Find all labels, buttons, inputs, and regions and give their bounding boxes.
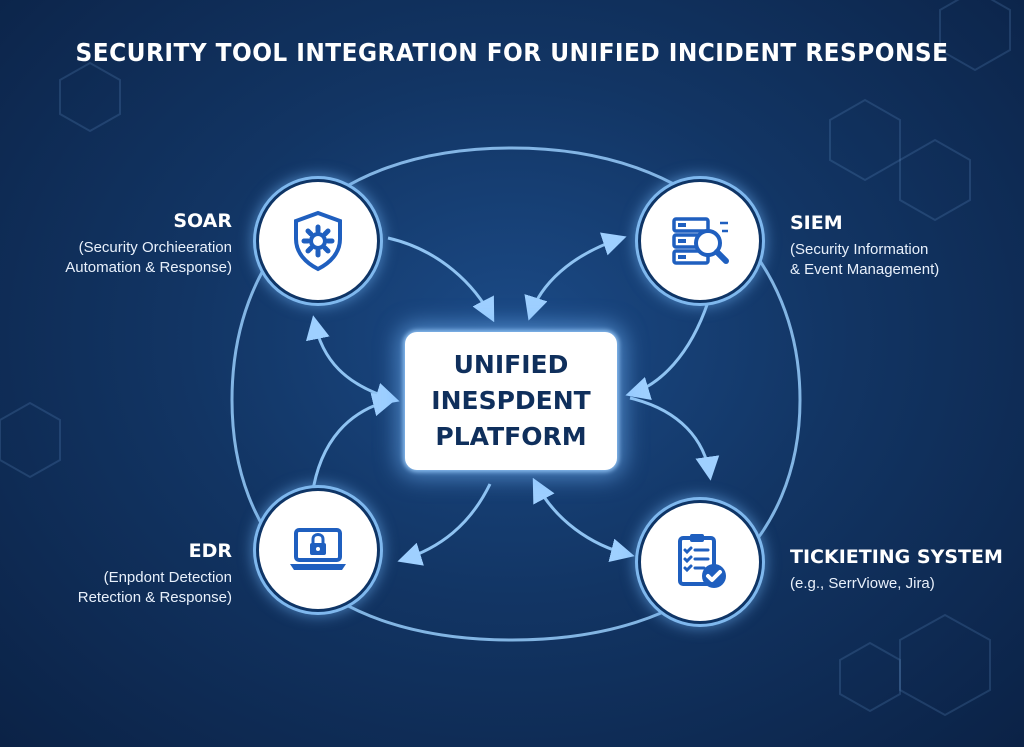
- soar-node: [256, 179, 380, 303]
- edr-desc-1: (Enpdont Detection: [103, 569, 232, 586]
- ticketing-name: TICKIETING SYSTEM: [790, 546, 1003, 568]
- link-center-ticketing: [629, 396, 720, 481]
- edr-label: EDR (Enpdont Detection Retection & Respo…: [40, 540, 232, 608]
- center-line-1: UNIFIED: [453, 350, 569, 379]
- diagram-title: SECURITY TOOL INTEGRATION FOR UNIFIED IN…: [75, 38, 949, 67]
- edr-desc-2: Retection & Response): [77, 589, 232, 606]
- siem-desc-1: (Security Information: [790, 241, 929, 258]
- link-soar-to-center: [387, 236, 495, 323]
- link-ticketing-center: [532, 477, 635, 562]
- outer-ring: [230, 146, 802, 642]
- siem-node: [638, 179, 762, 303]
- server-magnifier-icon: [672, 217, 729, 265]
- link-center-to-soar: [306, 315, 400, 406]
- unified-platform-box: UNIFIED INESPDENT PLATFORM: [405, 332, 617, 470]
- link-siem-center-2: [625, 301, 710, 400]
- edr-node: [256, 488, 380, 612]
- link-center-edr: [397, 483, 492, 566]
- soar-label: SOAR (Security Orchieeration Automation …: [40, 210, 232, 278]
- soar-desc-1: (Security Orchieeration: [78, 239, 232, 256]
- soar-desc-2: Automation & Response): [65, 259, 232, 276]
- ticketing-node: [638, 500, 762, 624]
- center-line-3: PLATFORM: [435, 422, 587, 451]
- siem-desc-2: & Event Management): [790, 261, 940, 278]
- link-siem-center: [524, 232, 627, 321]
- edr-name: EDR: [188, 540, 232, 562]
- soar-name: SOAR: [173, 210, 232, 232]
- ticketing-desc-1: (e.g., SerrViowe, Jira): [790, 575, 935, 592]
- link-edr-center: [310, 392, 397, 497]
- ticketing-label: TICKIETING SYSTEM (e.g., SerrViowe, Jira…: [790, 546, 1010, 594]
- center-line-2: INESPDENT: [431, 386, 591, 415]
- laptop-lock-icon: [290, 528, 346, 570]
- background-hexagons: [0, 0, 1011, 717]
- siem-name: SIEM: [790, 212, 843, 234]
- clipboard-check-icon: [678, 534, 726, 588]
- shield-gear-icon: [294, 210, 342, 272]
- siem-label: SIEM (Security Information & Event Manag…: [790, 212, 990, 280]
